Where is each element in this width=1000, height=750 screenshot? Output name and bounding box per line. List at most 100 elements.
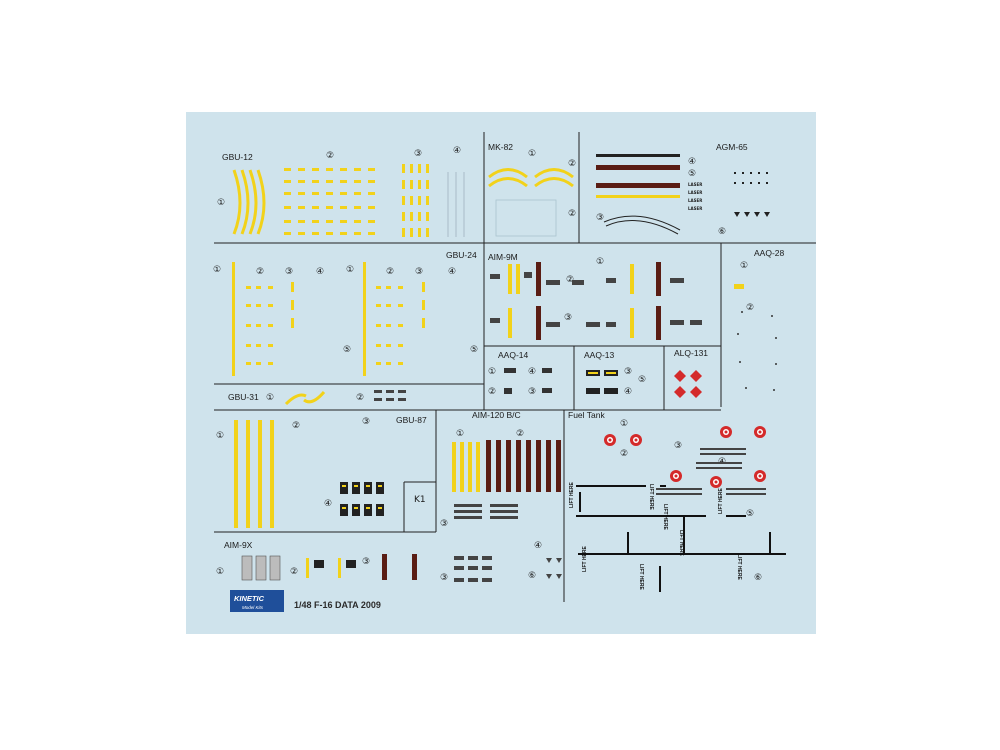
mk82-marker-2a: ② bbox=[568, 159, 576, 169]
gbu24-marker-1b: ① bbox=[346, 265, 354, 275]
gbu12-marker-2: ② bbox=[326, 151, 334, 161]
lift-here-5: LIFT HERE bbox=[582, 546, 588, 572]
gbu12-arc-stripes bbox=[232, 169, 266, 235]
aaq13-marker-4: ④ bbox=[624, 387, 632, 397]
gbu24-marker-4b: ④ bbox=[448, 267, 456, 277]
mk82-label: MK-82 bbox=[488, 142, 513, 152]
gbu87-k1: K1 bbox=[414, 495, 426, 505]
aim120-marker-3b: ③ bbox=[440, 573, 448, 583]
agm65-marker-6: ⑥ bbox=[718, 227, 726, 237]
aaq14-marker-4: ④ bbox=[528, 367, 536, 377]
fuel-capacity-stencils bbox=[656, 448, 766, 495]
gbu31-curls bbox=[284, 391, 326, 406]
brand-name: KINETIC bbox=[234, 594, 265, 603]
fuel-marker-1: ① bbox=[620, 419, 628, 429]
gbu24-marker-3b: ③ bbox=[415, 267, 423, 277]
lift-here-7: LIFT HERE bbox=[638, 564, 644, 590]
gbu87-marker-3: ③ bbox=[362, 417, 370, 427]
gbu24-marker-4a: ④ bbox=[316, 267, 324, 277]
agm65-stripes bbox=[596, 154, 680, 198]
aim9m-band-set bbox=[508, 262, 661, 340]
alq131-label: ALQ-131 bbox=[674, 348, 708, 358]
fuel-marker-3: ③ bbox=[674, 441, 682, 451]
aaq13-stencils bbox=[586, 370, 618, 394]
aim120-marker-1: ① bbox=[456, 429, 464, 439]
aaq14-label: AAQ-14 bbox=[498, 350, 529, 360]
aaq14-stencils bbox=[504, 368, 552, 394]
alq131-diamonds bbox=[674, 370, 702, 398]
lift-here-2: LIFT HERE bbox=[648, 484, 654, 510]
aim9m-stencils bbox=[490, 272, 702, 327]
gbu24-dash-pairs-a bbox=[246, 282, 294, 365]
agm65-marker-5: ⑤ bbox=[688, 169, 696, 179]
decal-sheet: GBU-12 ① ② ③ ④ MK-82 ① ② ② AGM-65 bbox=[186, 112, 816, 634]
agm65-laser-labels: LASER LASER LASER LASER bbox=[688, 182, 702, 211]
gbu12-clear-marks bbox=[447, 172, 465, 237]
gbu87-marker-4: ④ bbox=[324, 499, 332, 509]
gbu31-marker-2: ② bbox=[356, 393, 364, 403]
aim120-marker-4: ④ bbox=[534, 541, 542, 551]
aim120-marker-6: ⑥ bbox=[528, 571, 536, 581]
gbu24-marker-5b: ⑤ bbox=[470, 345, 478, 355]
gbu12-marker-3: ③ bbox=[414, 149, 422, 159]
lift-here-6: LIFT HERE bbox=[678, 530, 684, 556]
agm65-laser-2: LASER bbox=[688, 190, 702, 195]
aim9m-marker-3: ③ bbox=[564, 313, 572, 323]
aaq28-dots bbox=[737, 311, 777, 391]
aaq28-marker-2: ② bbox=[746, 303, 754, 313]
gbu12-dash-grid bbox=[284, 168, 375, 235]
fuel-tank-label: Fuel Tank bbox=[568, 410, 605, 420]
gbu24-label: GBU-24 bbox=[446, 250, 477, 260]
aaq14-marker-1: ① bbox=[488, 367, 496, 377]
aim120-stencils bbox=[454, 504, 562, 582]
aim120-marker-3a: ③ bbox=[440, 519, 448, 529]
mk82-clear-marks bbox=[495, 199, 557, 237]
agm65-marker-4: ④ bbox=[688, 157, 696, 167]
gbu24-marker-2a: ② bbox=[256, 267, 264, 277]
aaq14-marker-3: ③ bbox=[528, 387, 536, 397]
agm65-label: AGM-65 bbox=[716, 142, 748, 152]
aim9x-markings bbox=[306, 554, 417, 580]
aim9m-marker-1: ① bbox=[596, 257, 604, 267]
aim9m-label: AIM-9M bbox=[488, 252, 518, 262]
gbu87-stencil-blocks bbox=[340, 482, 384, 516]
aim120-brown-bands bbox=[486, 440, 561, 492]
fuel-lift-here-labels: LIFT HERE LIFT HERE LIFT HERE LIFT HERE … bbox=[569, 482, 742, 591]
aim120-label: AIM-120 B/C bbox=[472, 410, 521, 420]
agm65-laser-3: LASER bbox=[688, 198, 702, 203]
gbu24-marker-1a: ① bbox=[213, 265, 221, 275]
aim9x-grey-blocks bbox=[241, 555, 281, 581]
aim120-yellow-bands bbox=[452, 442, 480, 492]
lift-here-1: LIFT HERE bbox=[569, 482, 575, 508]
gbu87-long-stripes bbox=[234, 420, 274, 528]
brand-sub: Model Kits bbox=[242, 605, 264, 610]
aaq13-marker-5: ⑤ bbox=[638, 375, 646, 385]
mk82-marker-1: ① bbox=[528, 149, 536, 159]
fuel-tank-stripes bbox=[576, 485, 786, 592]
lift-here-3: LIFT HERE bbox=[662, 504, 668, 530]
aim9x-label: AIM-9X bbox=[224, 540, 253, 550]
aaq13-marker-3: ③ bbox=[624, 367, 632, 377]
gbu24-marker-2b: ② bbox=[386, 267, 394, 277]
fuel-marker-2: ② bbox=[620, 449, 628, 459]
aaq28-marker-1: ① bbox=[740, 261, 748, 271]
agm65-laser-4: LASER bbox=[688, 206, 702, 211]
gbu12-marker-1: ① bbox=[217, 198, 225, 208]
gbu24-long-stripe-a bbox=[232, 262, 235, 376]
lift-here-4: LIFT HERE bbox=[718, 488, 724, 514]
mk82-arcs bbox=[488, 168, 574, 188]
gbu31-marker-1: ① bbox=[266, 393, 274, 403]
fuel-marker-6: ⑥ bbox=[754, 573, 762, 583]
gbu24-dash-pairs-b bbox=[376, 282, 425, 365]
gbu87-marker-2: ② bbox=[292, 421, 300, 431]
section-dividers bbox=[214, 132, 816, 602]
gbu31-stencils bbox=[374, 390, 406, 401]
gbu12-label: GBU-12 bbox=[222, 152, 253, 162]
decal-sheet-artwork: GBU-12 ① ② ③ ④ MK-82 ① ② ② AGM-65 bbox=[213, 132, 816, 612]
gbu87-label: GBU-87 bbox=[396, 415, 427, 425]
aaq28-yellow-mark bbox=[734, 284, 744, 289]
agm65-cable bbox=[603, 215, 681, 235]
fuel-marker-5: ⑤ bbox=[746, 509, 754, 519]
gbu24-long-stripe-b bbox=[363, 262, 366, 376]
gbu24-marker-3a: ③ bbox=[285, 267, 293, 277]
